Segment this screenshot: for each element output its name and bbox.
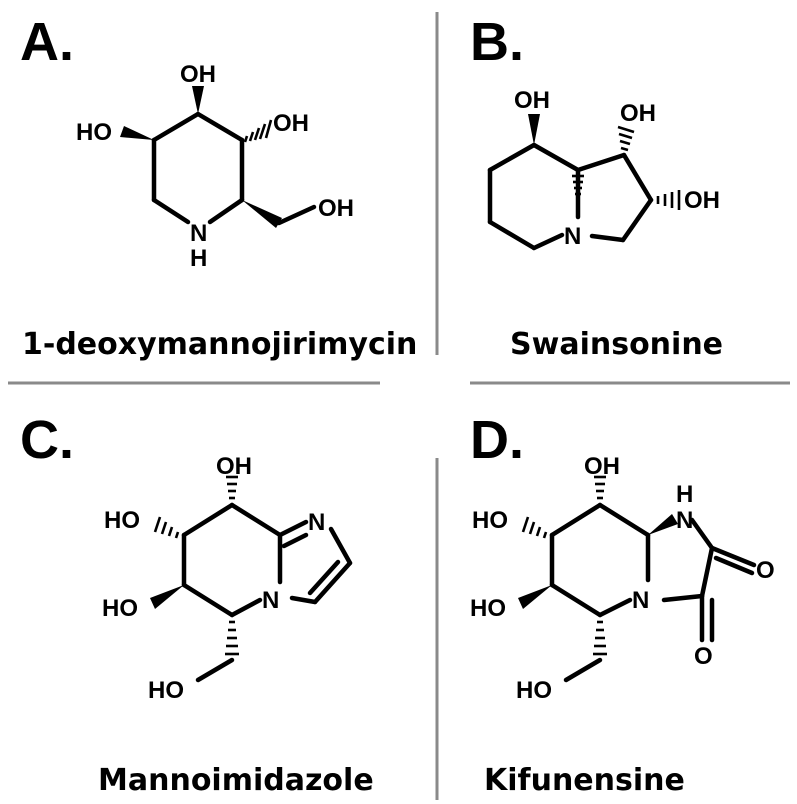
wedge-bond bbox=[648, 514, 678, 535]
hashed-bond bbox=[225, 620, 239, 656]
atom-n-ring: N bbox=[262, 587, 279, 614]
hashed-bond bbox=[656, 190, 681, 210]
atom-oh-right: OH bbox=[273, 110, 309, 137]
bond bbox=[195, 111, 245, 143]
atom-n: N bbox=[564, 223, 581, 250]
bond bbox=[207, 197, 245, 225]
structure-mannoimidazole: OH HO HO HO N N bbox=[102, 453, 353, 704]
bond bbox=[181, 502, 235, 538]
atom-oh-top: OH bbox=[216, 453, 252, 480]
bond bbox=[277, 519, 309, 538]
bond bbox=[575, 152, 627, 173]
bond bbox=[531, 142, 581, 173]
hashed-bond bbox=[226, 475, 238, 500]
bond bbox=[531, 232, 565, 251]
compound-name-b: Swainsonine bbox=[510, 327, 723, 362]
bond bbox=[709, 545, 757, 568]
bond bbox=[487, 142, 537, 173]
compound-name-d: Kifunensine bbox=[484, 763, 685, 798]
bond bbox=[276, 204, 317, 226]
atom-n-ring: N bbox=[632, 587, 649, 614]
bond bbox=[307, 559, 341, 596]
bond bbox=[151, 111, 201, 143]
atom-oh-top: OH bbox=[514, 87, 550, 114]
bond bbox=[229, 502, 283, 538]
bond bbox=[289, 595, 318, 605]
hashed-bond bbox=[594, 475, 606, 500]
structure-kifunensine: OH HO HO HO N H N O O bbox=[470, 453, 775, 704]
bond bbox=[713, 555, 755, 576]
hashed-bond bbox=[572, 174, 584, 196]
atom-ho-left: HO bbox=[102, 595, 138, 622]
hashed-bond bbox=[243, 119, 273, 143]
structure-swainsonine: OH OH OH N bbox=[487, 87, 720, 251]
bond bbox=[621, 152, 654, 203]
hashed-bond bbox=[153, 516, 180, 539]
atom-n: N bbox=[190, 220, 207, 247]
bond bbox=[312, 560, 353, 605]
bond bbox=[661, 593, 705, 603]
panel-letter-b: B. bbox=[470, 12, 524, 72]
panel-letter-c: C. bbox=[20, 410, 74, 470]
compound-name-a: 1-deoxymannojirimycin bbox=[22, 327, 417, 362]
atom-ho-bottom: HO bbox=[516, 677, 552, 704]
bond bbox=[549, 582, 603, 618]
atom-ho-left: HO bbox=[470, 595, 506, 622]
panel-letter-d: D. bbox=[470, 410, 524, 470]
atom-nh-n: N bbox=[676, 507, 693, 534]
structure-deoxymannojirimycin: OH HO OH OH N H bbox=[76, 61, 354, 272]
bond bbox=[281, 532, 309, 549]
wedge-bond bbox=[528, 114, 540, 145]
panel-a: A. OH HO bbox=[20, 12, 417, 362]
atom-oh-right-top: OH bbox=[620, 100, 656, 127]
atom-n-imine: N bbox=[308, 509, 325, 536]
bond bbox=[195, 657, 235, 683]
bond bbox=[151, 197, 191, 225]
atom-ho-left: HO bbox=[76, 119, 112, 146]
panel-c: C. bbox=[20, 410, 374, 798]
atom-oh-right: OH bbox=[684, 187, 720, 214]
wedge-bond bbox=[518, 585, 552, 609]
bond bbox=[563, 657, 603, 683]
atom-ho-left-top: HO bbox=[472, 507, 508, 534]
bond bbox=[487, 219, 537, 251]
atom-oh-top: OH bbox=[180, 61, 216, 88]
bond bbox=[589, 233, 626, 243]
bond bbox=[689, 517, 715, 551]
bond bbox=[328, 526, 353, 566]
compound-name-c: Mannoimidazole bbox=[98, 763, 374, 798]
atom-ho-bottom: HO bbox=[148, 677, 184, 704]
atom-h: H bbox=[190, 245, 207, 272]
panel-d: D. bbox=[470, 410, 775, 798]
bond bbox=[229, 597, 263, 618]
atom-o-right: O bbox=[756, 557, 775, 584]
atom-oh-top: OH bbox=[584, 453, 620, 480]
wedge-bond bbox=[120, 126, 154, 140]
bond bbox=[181, 582, 235, 618]
hashed-bond bbox=[521, 516, 548, 539]
bond bbox=[549, 502, 603, 538]
bond bbox=[620, 197, 654, 243]
atom-oh-side: OH bbox=[318, 195, 354, 222]
wedge-bond bbox=[242, 200, 282, 228]
hashed-bond bbox=[593, 620, 607, 656]
wedge-bond bbox=[150, 585, 184, 609]
atom-ho-left-top: HO bbox=[104, 507, 140, 534]
wedge-bond bbox=[192, 86, 204, 114]
atom-nh-h: H bbox=[676, 481, 693, 508]
panel-letter-a: A. bbox=[20, 12, 74, 72]
bond bbox=[597, 597, 633, 618]
bond bbox=[699, 545, 715, 599]
atom-o-bottom: O bbox=[694, 643, 713, 670]
panel-b: B. bbox=[470, 12, 723, 362]
bond bbox=[597, 502, 651, 538]
hashed-bond bbox=[617, 125, 635, 152]
